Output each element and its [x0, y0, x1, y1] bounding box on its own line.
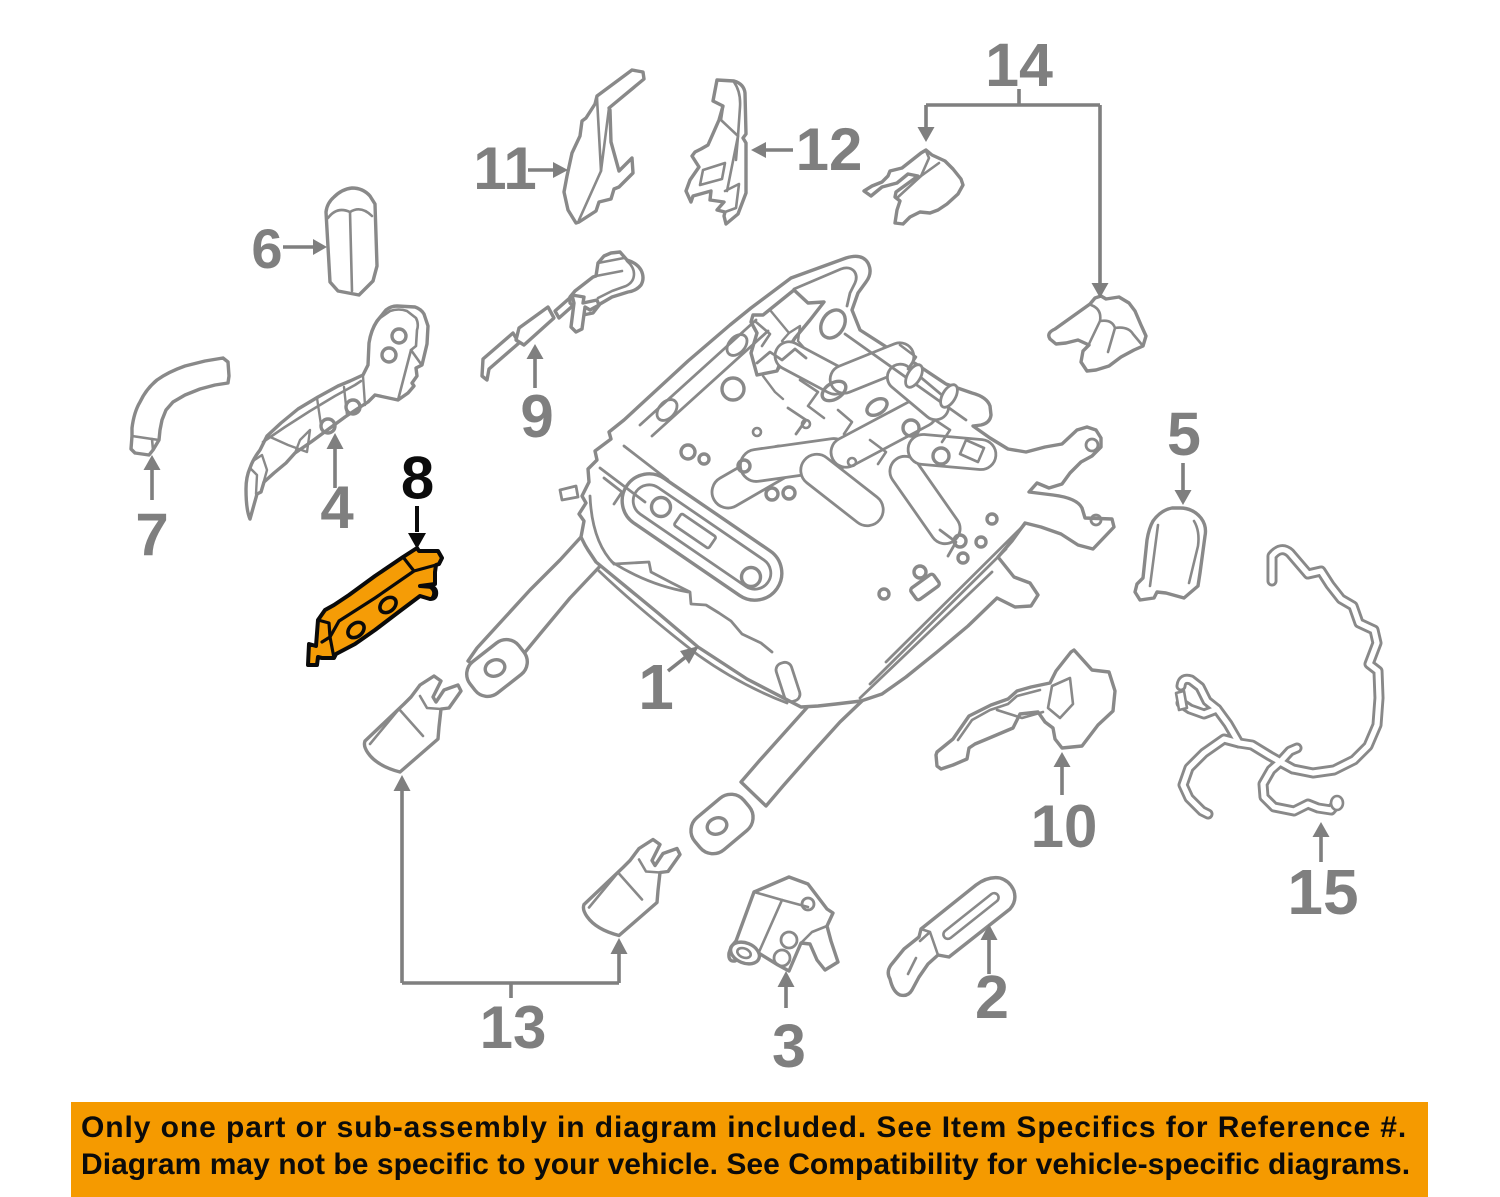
svg-text:15: 15 — [1287, 856, 1358, 928]
svg-text:12: 12 — [796, 116, 863, 183]
svg-text:8: 8 — [401, 445, 434, 512]
svg-text:1: 1 — [638, 651, 674, 723]
svg-text:6: 6 — [251, 217, 282, 280]
svg-text:4: 4 — [320, 474, 354, 541]
svg-text:14: 14 — [985, 31, 1053, 99]
svg-text:10: 10 — [1031, 793, 1098, 860]
svg-text:2: 2 — [975, 963, 1009, 1031]
svg-text:7: 7 — [135, 501, 168, 568]
svg-text:9: 9 — [520, 383, 553, 450]
svg-text:3: 3 — [772, 1012, 806, 1080]
svg-text:13: 13 — [480, 994, 547, 1061]
svg-text:5: 5 — [1167, 400, 1201, 468]
svg-text:11: 11 — [473, 135, 536, 202]
svg-text:Diagram may not be specific to: Diagram may not be specific to your vehi… — [81, 1148, 1410, 1181]
svg-text:Only one part or sub-assembly: Only one part or sub-assembly in diagram… — [81, 1111, 1407, 1144]
